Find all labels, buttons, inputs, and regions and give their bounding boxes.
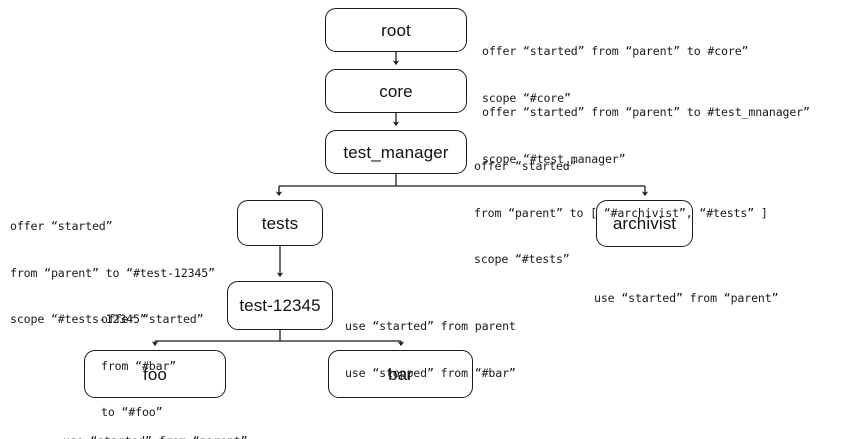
node-core[interactable]: core — [325, 69, 467, 113]
annotation-line: offer “started” — [474, 159, 577, 173]
annotation-line: use “started” from parent — [345, 319, 516, 333]
annotation-core: offer “started” from “parent” to #test_m… — [482, 74, 810, 198]
annotation-test-12345-right: use “started” from parent use “stopped” … — [345, 288, 516, 412]
annotation-line: offer “started” from “parent” to #core” — [482, 44, 749, 58]
annotation-line: scope “#tests-12345” — [10, 312, 147, 326]
annotation-foo: use “started” from “parent” — [63, 403, 248, 439]
annotation-line: scope “#core” — [482, 90, 571, 105]
node-tests[interactable]: tests — [237, 200, 323, 246]
node-test-manager[interactable]: test_manager — [325, 130, 467, 174]
annotation-line: offer “started” — [10, 219, 113, 233]
node-foo[interactable]: foo — [84, 350, 226, 398]
annotation-root: offer “started” from “parent” to #core” … — [482, 13, 749, 137]
annotation-line: from “parent” to “#test-12345” — [10, 265, 215, 280]
annotation-tests: offer “started” from “parent” to “#test-… — [10, 188, 215, 359]
annotation-test-12345-left: offer “started” from “#bar” to “#foo” — [101, 281, 204, 439]
annotation-line: offer “started” from “parent” to #test_m… — [482, 105, 810, 119]
node-archivist[interactable]: archivist — [596, 200, 693, 247]
annotation-line: scope “#test_manager” — [482, 151, 626, 166]
node-test-12345[interactable]: test-12345 — [227, 281, 333, 330]
annotation-line: from “#bar” — [101, 358, 177, 373]
node-root[interactable]: root — [325, 8, 467, 52]
node-bar[interactable]: bar — [328, 350, 473, 398]
annotation-line: to “#foo” — [101, 405, 163, 419]
annotation-archivist: use “started” from “parent” — [594, 260, 779, 338]
annotation-line: from “parent” to [ “#archivist”, “#tests… — [474, 205, 768, 220]
annotation-line: scope “#tests” — [474, 252, 570, 266]
annotation-line: use “stopped” from “#bar” — [345, 365, 516, 380]
annotation-line: use “started” from “parent” — [594, 291, 779, 305]
annotation-line: offer “started” — [101, 312, 204, 326]
annotation-test-manager: offer “started” from “parent” to [ “#arc… — [474, 128, 768, 299]
annotation-line: use “started” from “parent” — [63, 434, 248, 439]
